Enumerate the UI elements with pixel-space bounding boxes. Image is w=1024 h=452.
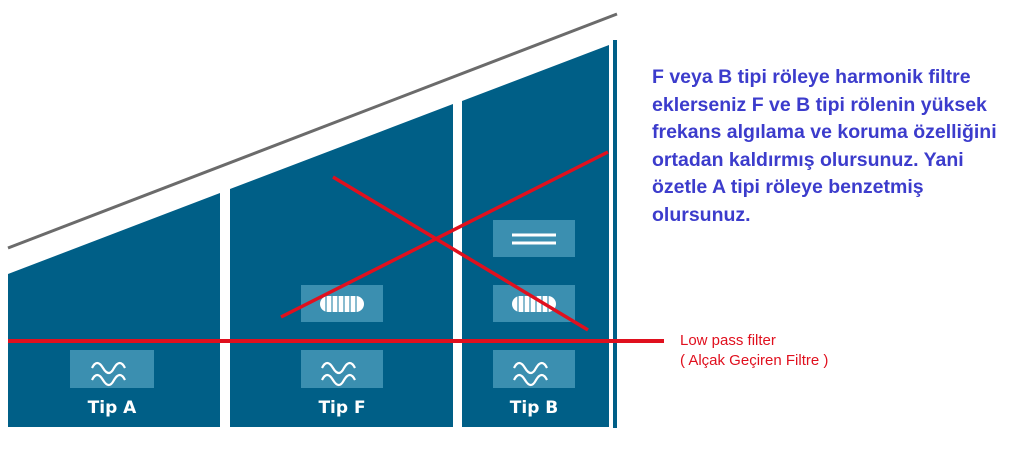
roof-line bbox=[7, 12, 618, 250]
cross-line-1 bbox=[332, 175, 589, 332]
harmonic-wave-icon bbox=[70, 350, 154, 388]
ac-coil-icon bbox=[301, 285, 383, 322]
harmonic-wave-icon bbox=[301, 350, 383, 388]
tip-b-label: Tip B bbox=[509, 398, 559, 418]
tip-a-label: Tip A bbox=[87, 398, 137, 418]
cross-line-2 bbox=[280, 150, 609, 319]
panel-tip-a bbox=[8, 193, 220, 427]
tip-f-label: Tip F bbox=[318, 398, 366, 418]
panel-tip-f bbox=[230, 104, 453, 427]
low-pass-filter-label-tr: ( Alçak Geçiren Filtre ) bbox=[680, 352, 829, 369]
explanation-note: F veya B tipi röleye harmonik filtre ekl… bbox=[652, 66, 997, 226]
right-edge-bar bbox=[613, 40, 617, 428]
low-pass-filter-label: Low pass filter bbox=[680, 332, 776, 349]
dc-line-icon bbox=[493, 220, 575, 257]
harmonic-wave-icon bbox=[493, 350, 575, 388]
